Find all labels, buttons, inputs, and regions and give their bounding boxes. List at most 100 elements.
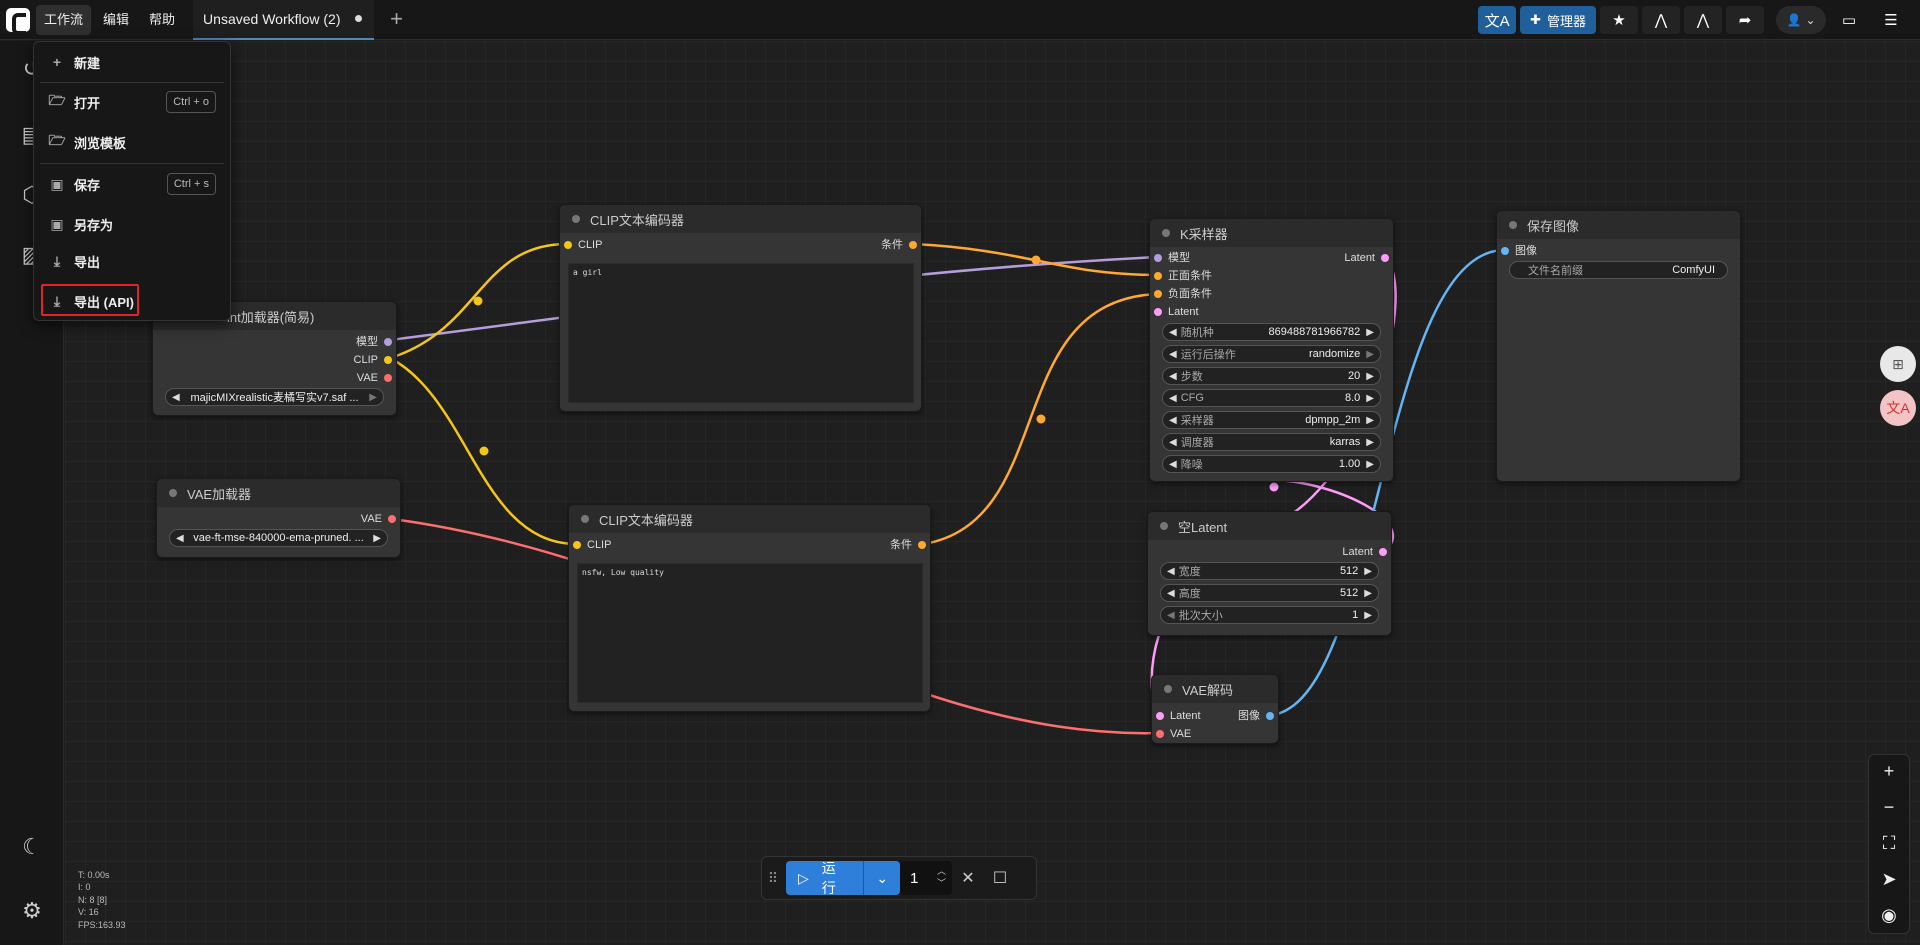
run-toolbar: ⠿ ▷ 运行 ⌄ 1 ︿﹀ ✕ ☐ xyxy=(761,856,1037,900)
output-model[interactable]: 模型 xyxy=(356,334,396,350)
input-latent[interactable]: Latent xyxy=(1150,304,1199,320)
node-clip-text-positive[interactable]: CLIP文本编码器 CLIP 条件 a girl xyxy=(559,204,922,412)
node-vae-loader[interactable]: VAE加载器 VAE ◀vae-ft-mse-840000-ema-pruned… xyxy=(156,478,401,558)
node-clip-text-negative[interactable]: CLIP文本编码器 CLIP 条件 nsfw, Low quality xyxy=(568,504,931,712)
output-latent[interactable]: Latent xyxy=(1342,544,1391,560)
node-title: 空Latent xyxy=(1148,512,1391,540)
output-vae[interactable]: VAE xyxy=(361,511,400,527)
input-clip[interactable]: CLIP xyxy=(569,537,611,553)
workflow-tab[interactable]: Unsaved Workflow (2) xyxy=(193,0,374,40)
node-checkpoint-loader[interactable]: int加载器(简易) 模型 CLIP VAE ◀majicMIXrealisti… xyxy=(152,301,397,416)
arrow-left-icon: ◀ xyxy=(1167,587,1175,599)
prompt-textarea[interactable]: nsfw, Low quality xyxy=(577,563,923,703)
arrow-right-icon: ▶ xyxy=(369,391,377,403)
manager-button[interactable]: ✚ 管理器 xyxy=(1520,6,1596,34)
user-menu[interactable]: 👤⌄ xyxy=(1776,6,1826,34)
translate-button[interactable]: 文A xyxy=(1478,6,1517,34)
arrow-left-icon: ◀ xyxy=(1169,458,1177,470)
prompt-textarea[interactable]: a girl xyxy=(568,263,914,403)
menu-workflow[interactable]: 工作流 xyxy=(36,4,92,35)
menu-item-export-api[interactable]: ⤓导出 (API) xyxy=(34,285,230,317)
run-button[interactable]: ▷ 运行 ⌄ xyxy=(786,860,900,896)
output-clip[interactable]: CLIP xyxy=(354,352,396,368)
menu-item-new[interactable]: +新建 xyxy=(34,46,230,78)
input-positive[interactable]: 正面条件 xyxy=(1150,268,1212,284)
output-latent[interactable]: Latent xyxy=(1344,250,1393,266)
vae-name-widget[interactable]: ◀vae-ft-mse-840000-ema-pruned. ...▶ xyxy=(169,529,388,547)
input-image[interactable]: 图像 xyxy=(1497,243,1537,259)
menu-item-browse-templates[interactable]: 🗁浏览模板 xyxy=(34,126,230,158)
canvas-stats: T: 0.00s I: 0 N: 8 [8] V: 16 FPS:163.93 xyxy=(78,870,126,930)
app-logo[interactable] xyxy=(0,0,36,40)
output-conditioning[interactable]: 条件 xyxy=(890,537,930,553)
stepper-icon[interactable]: ︿﹀ xyxy=(936,866,946,888)
gear-icon[interactable]: ⚙ xyxy=(22,898,42,923)
grid-plus-icon: ⊞ xyxy=(1892,355,1904,372)
translate-float-icon: 文A xyxy=(1886,400,1910,416)
moon-icon[interactable]: ☾ xyxy=(22,834,42,859)
model-a-button[interactable]: ⋀ xyxy=(1642,6,1680,34)
output-image[interactable]: 图像 xyxy=(1238,708,1278,724)
batch-count-input[interactable]: 1 ︿﹀ xyxy=(900,861,952,895)
toggle-links-button[interactable]: ◉ xyxy=(1870,897,1908,933)
arrow-right-icon: ▶ xyxy=(1366,414,1374,426)
menu-item-export[interactable]: ⤓导出 xyxy=(34,245,230,277)
minus-icon: − xyxy=(1883,796,1895,817)
fit-view-button[interactable]: ⛶ xyxy=(1870,825,1908,861)
node-vae-decode[interactable]: VAE解码 Latent VAE 图像 xyxy=(1151,674,1279,744)
arrow-right-icon: ▶ xyxy=(1366,326,1374,338)
ckpt-name-widget[interactable]: ◀majicMIXrealistic麦橘写实v7.saf ...▶ xyxy=(165,388,384,406)
stop-icon[interactable]: ☐ xyxy=(992,870,1008,887)
select-mode-button[interactable]: ➤ xyxy=(1870,861,1908,897)
folder-template-icon: 🗁 xyxy=(48,132,66,148)
zoom-out-button[interactable]: − xyxy=(1870,789,1908,825)
input-latent[interactable]: Latent xyxy=(1152,708,1201,724)
panel-toggle-button[interactable]: ▭ xyxy=(1830,6,1868,34)
compass-b-icon: ⋀ xyxy=(1696,12,1710,29)
input-clip[interactable]: CLIP xyxy=(560,237,602,253)
menu-help[interactable]: 帮助 xyxy=(149,11,176,27)
zoom-in-button[interactable]: + xyxy=(1870,753,1908,789)
workflow-tab-title: Unsaved Workflow (2) xyxy=(203,10,341,27)
favorites-button[interactable]: ★ xyxy=(1600,6,1638,34)
arrow-right-icon: ▶ xyxy=(1364,587,1372,599)
chevron-down-icon[interactable]: ⌄ xyxy=(876,869,889,886)
plus-icon: + xyxy=(52,54,62,70)
share-button[interactable]: ➦ xyxy=(1726,6,1764,34)
input-model[interactable]: 模型 xyxy=(1150,250,1190,266)
panel-icon: ▭ xyxy=(1841,12,1857,29)
input-negative[interactable]: 负面条件 xyxy=(1150,286,1212,302)
output-vae[interactable]: VAE xyxy=(357,370,396,386)
download-icon: ⤓ xyxy=(53,252,61,269)
menu-edit[interactable]: 编辑 xyxy=(103,11,130,27)
hamburger-button[interactable]: ☰ xyxy=(1872,6,1910,34)
workspace-button[interactable]: ⊞ xyxy=(1880,346,1916,382)
drag-handle-icon[interactable]: ⠿ xyxy=(767,869,779,886)
menu-item-save-as[interactable]: ▣另存为 xyxy=(34,208,230,240)
output-conditioning[interactable]: 条件 xyxy=(881,237,921,253)
input-vae[interactable]: VAE xyxy=(1152,726,1191,742)
play-icon: ▷ xyxy=(798,869,809,886)
cancel-icon[interactable]: ✕ xyxy=(961,870,975,887)
node-title: CLIP文本编码器 xyxy=(560,205,921,233)
model-b-button[interactable]: ⋀ xyxy=(1684,6,1722,34)
translate-float-button[interactable]: 文A xyxy=(1880,390,1916,426)
new-tab-button[interactable]: + xyxy=(382,5,412,35)
unsaved-dot-icon[interactable] xyxy=(354,15,362,22)
